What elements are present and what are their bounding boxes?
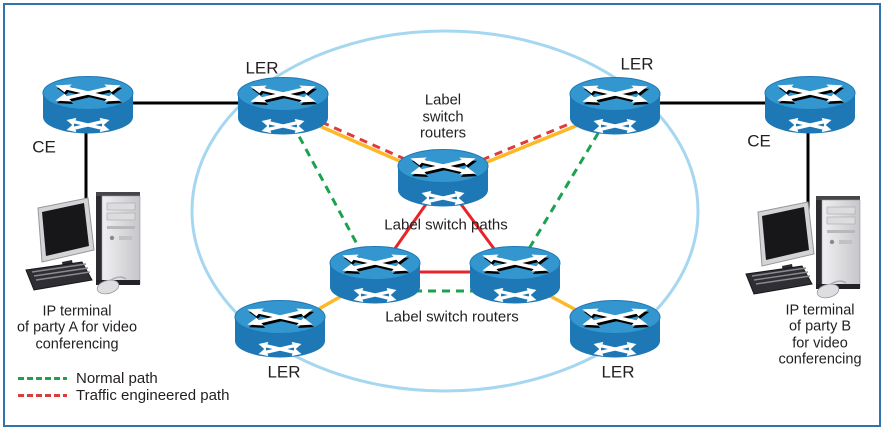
lsr-bottom-right-router-icon bbox=[470, 247, 560, 305]
ler-top-right-label: LER bbox=[620, 54, 654, 74]
normal-path-right bbox=[513, 109, 614, 273]
ce-right-router-icon bbox=[765, 77, 855, 135]
terminal-b-caption: IP terminal of party B for video confere… bbox=[778, 302, 862, 368]
ler-bottom-left-label: LER bbox=[267, 362, 301, 382]
terminal-a-pc-icon bbox=[25, 191, 141, 297]
legend-normal-path-label: Normal path bbox=[76, 370, 158, 387]
legend-normal-path: Normal path bbox=[18, 370, 229, 387]
lsr-top-router-icon bbox=[398, 150, 488, 208]
ce-right-label: CE bbox=[747, 131, 771, 151]
ce-left-router-icon bbox=[43, 77, 133, 135]
ler-bottom-right-router-icon bbox=[570, 301, 660, 359]
ler-top-left-label: LER bbox=[245, 58, 279, 78]
mpls-cloud-ellipse bbox=[190, 29, 700, 393]
lsr-top-annotation: Label switch routers bbox=[419, 92, 467, 142]
diagram-border bbox=[3, 3, 881, 427]
ler-bottom-right-label: LER bbox=[601, 362, 635, 382]
terminal-b-pc-icon bbox=[745, 195, 861, 301]
terminal-a-caption: IP terminal of party A for video confere… bbox=[16, 303, 138, 353]
ce-left-label: CE bbox=[32, 137, 56, 157]
label-switch-paths-annotation: Label switch paths bbox=[384, 216, 508, 234]
ler-top-right-router-icon bbox=[570, 78, 660, 136]
normal-path-dash-icon bbox=[18, 377, 67, 380]
lsr-bottom-left-router-icon bbox=[330, 247, 420, 305]
lsr-bottom-annotation: Label switch routers bbox=[385, 308, 519, 326]
legend: Normal path Traffic engineered path bbox=[18, 370, 230, 404]
ler-bottom-left-router-icon bbox=[235, 301, 325, 359]
te-path-dash-icon bbox=[18, 394, 67, 397]
normal-path-left bbox=[284, 111, 374, 273]
legend-te-path: Traffic engineered path bbox=[18, 387, 230, 404]
legend-te-path-label: Traffic engineered path bbox=[76, 387, 230, 404]
ler-top-left-router-icon bbox=[238, 78, 328, 136]
